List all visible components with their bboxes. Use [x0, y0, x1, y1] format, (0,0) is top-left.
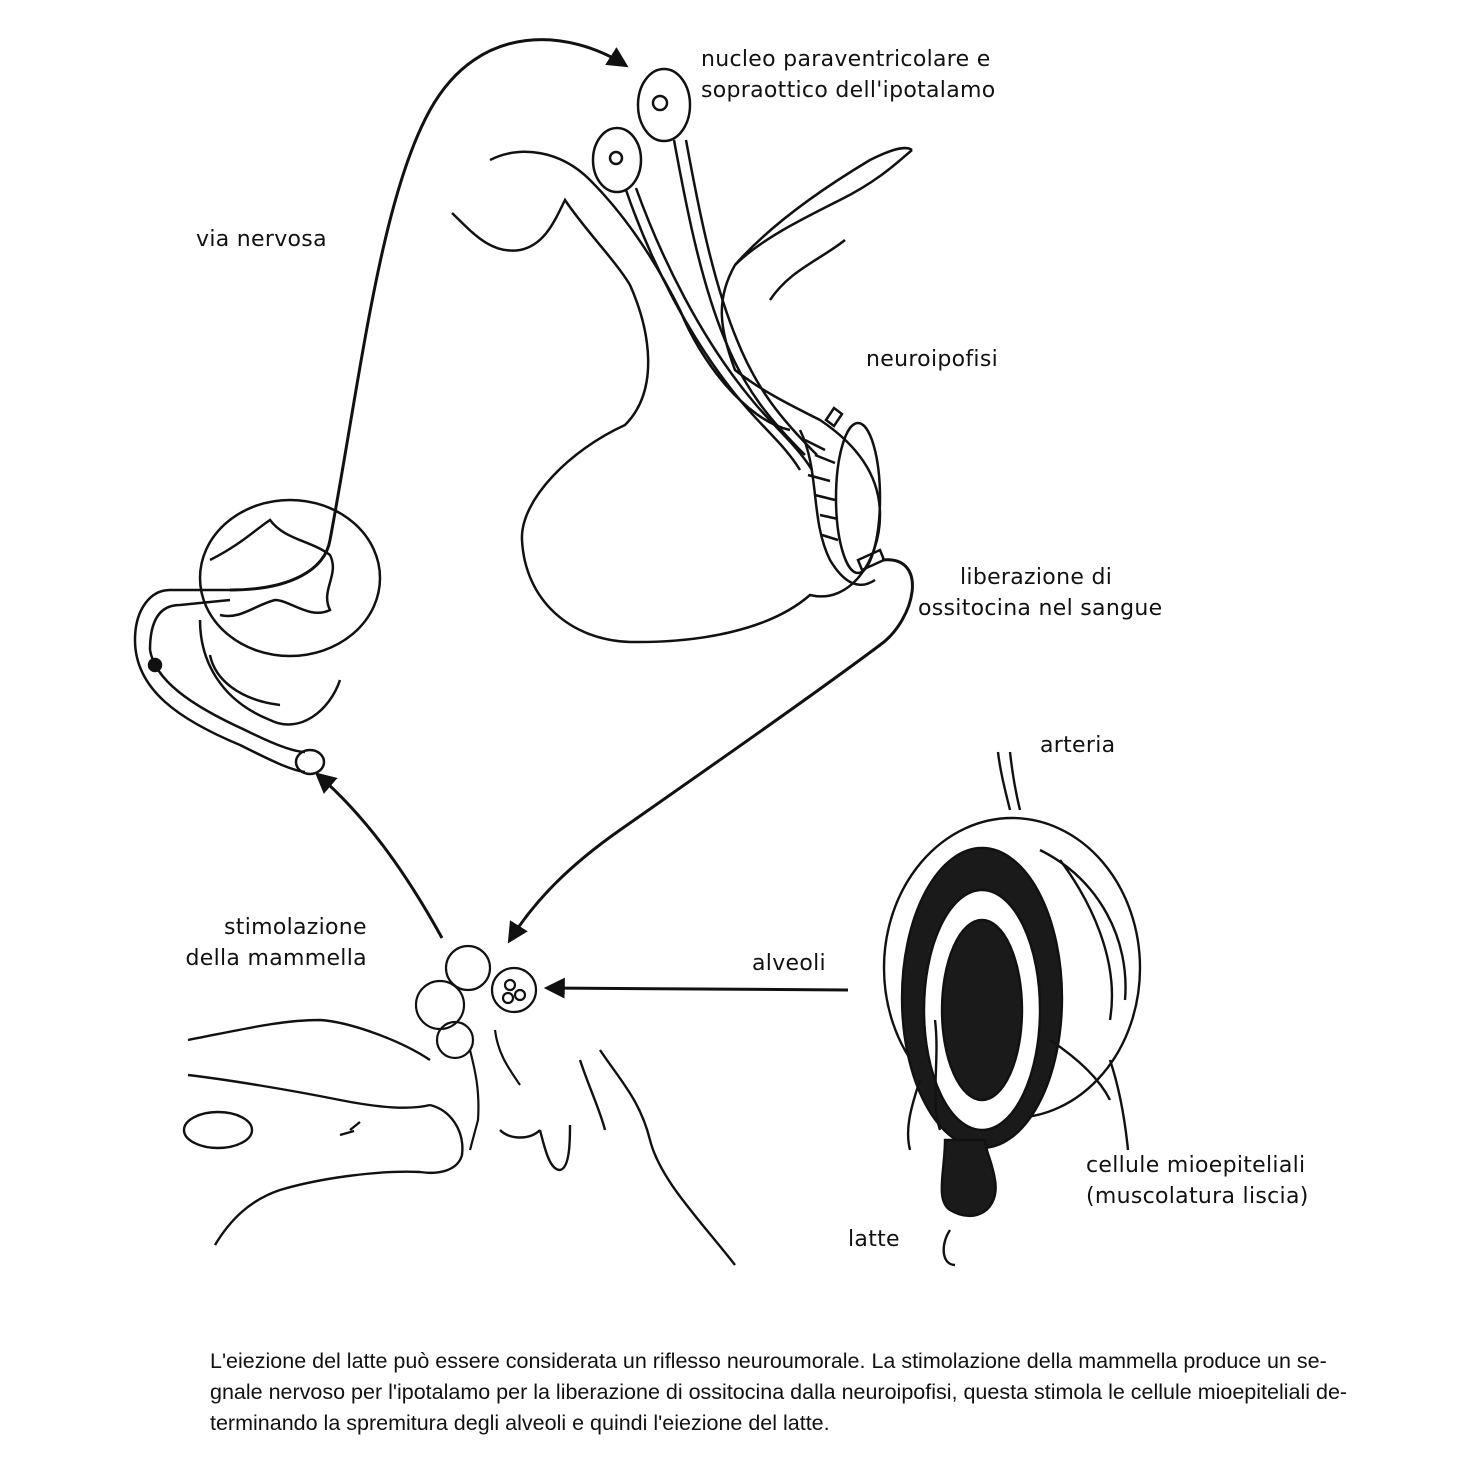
- label-stimolazione: stimolazione della mammella: [180, 912, 367, 974]
- label-cellule-line2: (muscolatura liscia): [1086, 1184, 1309, 1209]
- stimulation-arrow: [314, 772, 444, 939]
- label-arteria: arteria: [1040, 733, 1116, 758]
- label-nucleo: nucleo paraventricolare e sopraottico de…: [701, 44, 996, 106]
- spinal-cord-drawing: [133, 498, 382, 776]
- label-liberazione-line2: ossitocina nel sangue: [918, 596, 1163, 621]
- label-cellule-line1: cellule mioepiteliali: [1086, 1153, 1306, 1178]
- alveolus-detail-drawing: [882, 751, 1142, 1267]
- alveoli-arrow: [543, 977, 849, 999]
- label-nucleo-line1: nucleo paraventricolare e: [701, 47, 991, 72]
- label-stimolazione-line2: della mammella: [185, 946, 367, 971]
- caption-line-3: terminando la spremitura degli alveoli e…: [210, 1411, 830, 1435]
- label-nucleo-line2: sopraottico dell'ipotalamo: [701, 78, 996, 103]
- oxytocin-blood-arrow: [507, 558, 914, 944]
- caption-line-1: L'eiezione del latte può essere consider…: [210, 1349, 1327, 1373]
- label-alveoli: alveoli: [752, 951, 826, 976]
- figure-caption: L'eiezione del latte può essere consider…: [210, 1346, 1446, 1439]
- label-stimolazione-line1: stimolazione: [224, 915, 367, 940]
- caption-line-2: gnale nervoso per l'ipotalamo per la lib…: [210, 1380, 1348, 1404]
- mammary-gland-drawing: [414, 944, 538, 1151]
- label-liberazione: liberazione di ossitocina nel sangue: [918, 562, 1162, 624]
- label-liberazione-line1: liberazione di: [960, 565, 1113, 590]
- label-latte: latte: [848, 1227, 900, 1252]
- hypothalamus-pituitary-drawing: [451, 67, 913, 644]
- label-via-nervosa: via nervosa: [196, 227, 327, 252]
- nerve-pathway-arrow: [229, 38, 629, 592]
- label-cellule: cellule mioepiteliali (muscolatura lisci…: [1086, 1150, 1309, 1212]
- calf-and-udder-drawing: [182, 1018, 736, 1266]
- label-neuroipofisi: neuroipofisi: [866, 347, 999, 372]
